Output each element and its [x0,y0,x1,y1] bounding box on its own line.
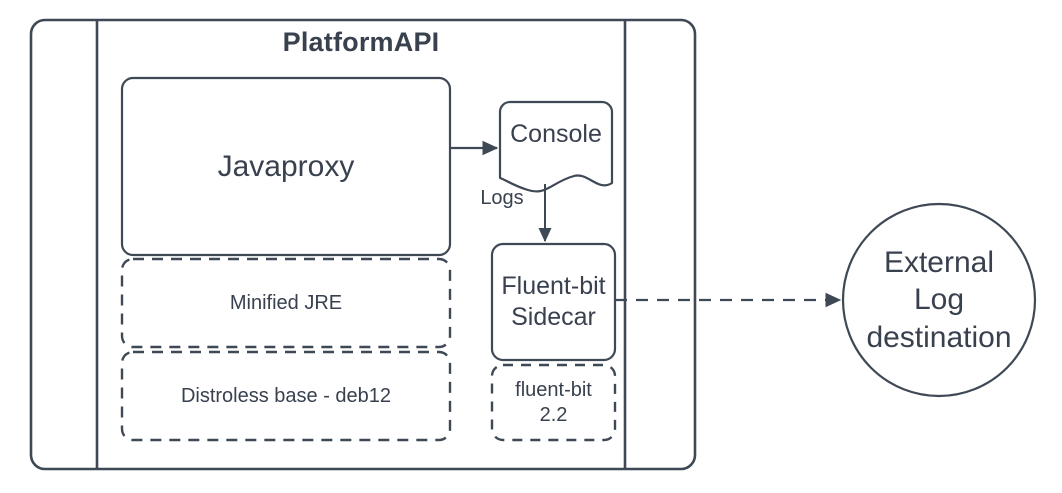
distroless-base-box[interactable] [120,350,452,442]
javaproxy-box[interactable] [120,76,452,257]
console-document-shape[interactable] [498,100,614,193]
fluentbit-version-box[interactable] [490,363,617,442]
minified-jre-box[interactable] [120,257,452,349]
fluentbit-sidecar-box[interactable] [490,242,617,362]
external-log-destination-circle[interactable] [841,202,1037,398]
